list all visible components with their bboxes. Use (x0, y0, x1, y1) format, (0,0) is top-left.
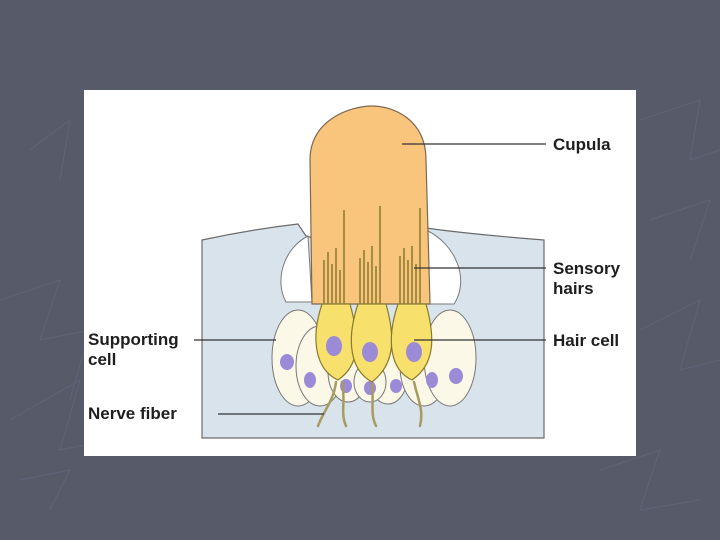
label-cupula: Cupula (553, 135, 611, 155)
label-nerve-fiber: Nerve fiber (88, 404, 177, 424)
label-supporting-cell: Supporting cell (88, 330, 179, 370)
label-sensory-hairs: Sensory hairs (553, 259, 620, 299)
label-hair-cell: Hair cell (553, 331, 619, 351)
